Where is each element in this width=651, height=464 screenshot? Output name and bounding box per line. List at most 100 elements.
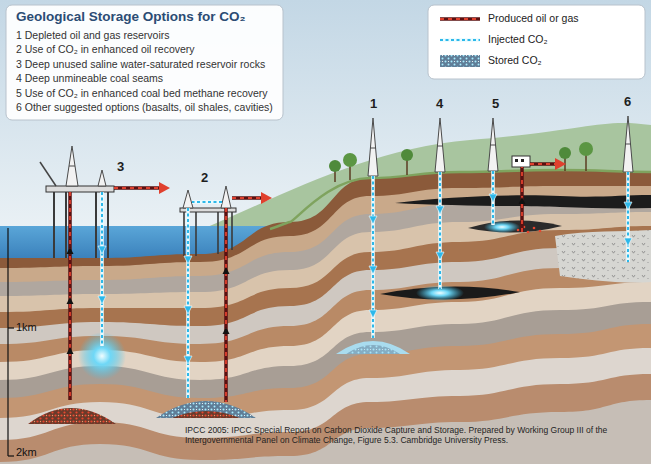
platform-leg	[95, 192, 97, 258]
grass-line	[270, 170, 651, 229]
depth-label: 2km	[16, 446, 37, 459]
depth-axis	[8, 228, 14, 456]
derrick	[488, 118, 498, 171]
injection-pipe	[187, 208, 189, 398]
platform-leg	[107, 192, 109, 258]
callout-number: 2	[201, 170, 208, 186]
production-pipe	[224, 208, 228, 402]
methane-dot	[539, 230, 542, 233]
platform-leg	[65, 192, 67, 258]
legend-text: Produced oil or gas	[488, 12, 578, 25]
production-wells	[67, 158, 567, 402]
option-item: 1 Depleted oil and gas reservoirs	[16, 29, 170, 42]
tree-trunk	[585, 155, 587, 171]
axis-line	[7, 228, 8, 456]
derrick	[183, 190, 193, 208]
production-pipe	[114, 186, 160, 190]
rock-layer	[0, 170, 651, 464]
rock-layer	[0, 374, 651, 464]
production-pipe	[530, 163, 556, 165]
production-pipe	[232, 197, 262, 199]
down-arrow	[369, 310, 377, 318]
down-arrow	[489, 194, 497, 202]
callout-number: 4	[436, 96, 443, 112]
rock-layer	[0, 324, 651, 464]
legend-sample-produced	[440, 17, 480, 21]
rock-layer	[0, 198, 651, 464]
platform-leg	[231, 212, 233, 250]
up-arrow	[67, 347, 74, 354]
down-arrow	[98, 296, 106, 304]
methane-dot	[533, 227, 536, 230]
tree-trunk	[406, 160, 408, 175]
rock-layer	[0, 262, 651, 464]
down-arrow	[184, 356, 192, 364]
rock-layer	[0, 282, 651, 464]
stored-co2	[336, 341, 410, 354]
oil-reservoir	[172, 411, 240, 418]
stored-co2	[484, 221, 520, 233]
injection-pipe	[626, 172, 630, 262]
injection-pipe	[186, 208, 190, 398]
callout-number: 3	[117, 159, 124, 175]
crane	[40, 162, 56, 186]
methane-dot	[527, 231, 530, 234]
callout-number: 5	[492, 96, 499, 112]
derrick-bar	[437, 146, 443, 147]
up-arrow	[67, 247, 74, 254]
tree-crown	[401, 149, 413, 161]
legend-sample-injected	[440, 39, 480, 41]
axis-tick	[8, 455, 14, 456]
platform-deck	[46, 186, 114, 192]
up-arrow	[67, 297, 74, 304]
up-arrow	[223, 327, 230, 334]
injection-pipe	[438, 172, 442, 289]
oil-reservoir	[28, 408, 116, 424]
stored-co2	[156, 401, 256, 418]
down-arrow	[184, 256, 192, 264]
platform-leg	[195, 212, 197, 256]
coal-seam	[468, 220, 562, 232]
derrick-bar	[625, 144, 631, 145]
derrick-bar	[370, 148, 376, 149]
basalt-region	[555, 230, 651, 283]
diagram-title: Geological Storage Options for CO₂	[16, 9, 246, 25]
rock-layer	[0, 212, 651, 464]
window	[521, 159, 524, 162]
down-arrow	[369, 216, 377, 224]
option-item: 3 Deep unused saline water-saturated res…	[16, 58, 265, 71]
pump-house	[512, 156, 530, 167]
platform-leg	[183, 212, 185, 256]
arrowhead	[261, 192, 272, 204]
platform-leg	[217, 212, 219, 254]
rock-layer	[0, 186, 651, 464]
down-arrow	[436, 206, 444, 214]
down-arrow	[184, 306, 192, 314]
production-pipe	[114, 187, 160, 189]
option-item: 6 Other suggested options (basalts, oil …	[16, 101, 273, 114]
derrick	[623, 116, 633, 172]
derrick-bar	[69, 166, 75, 167]
platform-leg	[53, 192, 55, 258]
derrick	[435, 118, 445, 172]
derrick	[221, 186, 231, 208]
production-pipe	[232, 196, 262, 200]
option-item: 2 Use of CO₂ in enhanced oil recovery	[16, 43, 195, 56]
up-arrow	[519, 197, 526, 204]
callout-number: 1	[370, 96, 377, 112]
rock-layers	[0, 170, 651, 464]
legend-text: Stored CO₂	[488, 54, 542, 67]
rock-layer	[0, 226, 651, 464]
source-caption: IPCC 2005: IPCC Special Report on Carbon…	[185, 425, 637, 445]
injection-pipe	[627, 172, 629, 262]
rock-layer	[0, 400, 651, 464]
arrowhead	[159, 182, 170, 194]
option-item: 5 Use of CO₂ in enhanced coal bed methan…	[16, 87, 268, 100]
tree-crown	[343, 153, 357, 167]
down-arrows	[98, 194, 632, 364]
legend-sample-injected	[440, 38, 480, 42]
down-arrow	[369, 266, 377, 274]
legend-panel	[428, 5, 645, 79]
